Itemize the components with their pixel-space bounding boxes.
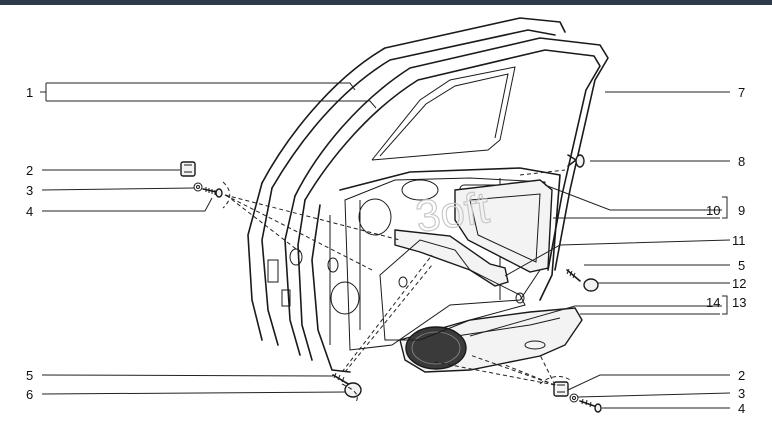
callout-14: 14	[706, 295, 720, 310]
top-border	[0, 0, 772, 5]
callout-2-right: 2	[738, 368, 745, 383]
callout-5-right: 5	[738, 258, 745, 273]
callout-5-left: 5	[26, 368, 33, 383]
part-washer-3b	[569, 393, 579, 403]
part-clip-2b	[553, 381, 569, 397]
callout-1: 1	[26, 85, 33, 100]
callout-8: 8	[738, 154, 745, 169]
callout-7: 7	[738, 85, 745, 100]
callout-6: 6	[26, 387, 33, 402]
assembly-lines	[222, 169, 571, 403]
callout-9: 9	[738, 203, 745, 218]
part-screw-4a	[202, 187, 223, 198]
part-cap-6	[344, 382, 362, 398]
part-cap-12	[583, 278, 599, 292]
part-screw-5a	[332, 372, 351, 386]
callout-3-left: 3	[26, 183, 33, 198]
part-clip-2a	[180, 161, 196, 177]
door-pocket	[399, 307, 583, 373]
part-fastener-8	[567, 154, 585, 168]
leader-lines	[40, 82, 731, 409]
armrest-trim	[394, 179, 553, 287]
part-screw-4b	[579, 398, 602, 413]
callout-13: 13	[732, 295, 746, 310]
part-screw-5b	[566, 268, 581, 282]
callout-2-left: 2	[26, 163, 33, 178]
callout-labels: 1 2 3 4 5 6 7 8 10 9 11 5 12 14 13 2 3 4	[26, 85, 746, 416]
trim-board	[379, 239, 526, 341]
callout-3-right: 3	[738, 386, 745, 401]
callout-10: 10	[706, 203, 720, 218]
callout-12: 12	[732, 276, 746, 291]
callout-4-right: 4	[738, 401, 745, 416]
part-washer-3a	[193, 182, 203, 192]
watermark: 3oft	[413, 183, 492, 242]
callout-4-left: 4	[26, 204, 33, 219]
callout-11: 11	[732, 233, 746, 248]
